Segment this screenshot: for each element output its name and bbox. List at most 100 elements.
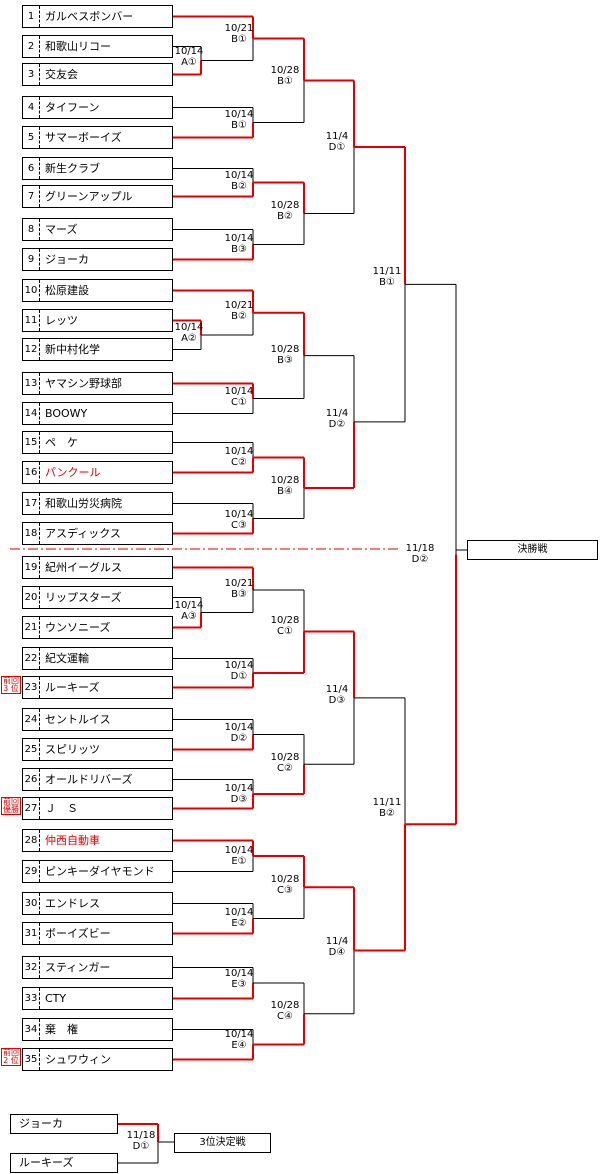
- match-game: B②: [379, 808, 395, 819]
- match-game: B①: [231, 120, 247, 131]
- third-place-game: D①: [132, 1141, 150, 1152]
- third-place-team-1: ジョーカ: [10, 1114, 118, 1134]
- team-seed-number: 19: [23, 557, 40, 578]
- match-date: 10/28: [270, 65, 300, 76]
- match-game: B①: [277, 76, 293, 87]
- match-game: C②: [231, 457, 247, 468]
- match-date: 11/11: [372, 797, 402, 808]
- team-name: ルーキーズ: [45, 681, 100, 694]
- team-seed-number: 3: [23, 64, 40, 85]
- match-game: D②: [328, 419, 346, 430]
- badge-line-1: 前回: [3, 797, 19, 806]
- team-name: 紀文運輸: [45, 652, 89, 665]
- team-seed-number: 12: [23, 339, 40, 360]
- team-name: パンクール: [45, 466, 101, 479]
- team-seed-number: 5: [23, 127, 40, 148]
- match-game: B①: [379, 277, 395, 288]
- match-game: B③: [231, 589, 247, 600]
- match-game: D①: [328, 142, 346, 153]
- team-seed-number: 27: [23, 798, 40, 819]
- third-place-title-box: 3位決定戦: [174, 1133, 271, 1153]
- team-name: サマーボーイズ: [45, 131, 122, 144]
- match-game: C③: [231, 520, 247, 531]
- match-game: B③: [277, 355, 293, 366]
- team-seed-number: 13: [23, 373, 40, 394]
- team-seed-number: 18: [23, 523, 40, 544]
- team-name: マーズ: [45, 223, 78, 236]
- match-date: 10/14: [224, 968, 254, 979]
- match-game: E②: [231, 918, 247, 929]
- team-seed-number: 34: [23, 1019, 40, 1040]
- team-seed-number: 25: [23, 739, 40, 760]
- team-seed-number: 6: [23, 158, 40, 179]
- team-name: 仲西自動車: [45, 834, 100, 847]
- team-seed-number: 35: [23, 1049, 40, 1070]
- team-seed-number: 32: [23, 957, 40, 978]
- match-game: D④: [328, 947, 346, 958]
- third-place-date: 11/18: [126, 1130, 156, 1141]
- match-date: 10/14: [224, 109, 254, 120]
- match-game: C①: [277, 626, 293, 637]
- team-entry: 19 紀州イーグルス: [22, 556, 173, 579]
- team-name: 新中村化学: [45, 343, 100, 356]
- match-date: 10/14: [224, 233, 254, 244]
- match-date: 10/21: [224, 300, 254, 311]
- badge-line-2: 2 位: [3, 1056, 19, 1065]
- match-game: B①: [231, 34, 247, 45]
- match-date: 10/14: [224, 386, 254, 397]
- team-seed-number: 8: [23, 219, 40, 240]
- team-name: レッツ: [45, 314, 78, 327]
- team-entry: 5 サマーボーイズ: [22, 126, 173, 149]
- team-name: ガルベスボンバー: [45, 10, 134, 23]
- match-date: 10/28: [270, 344, 300, 355]
- team-name: 新生クラブ: [45, 162, 100, 175]
- match-game: D①: [230, 671, 248, 682]
- badge-line-1: 前回: [3, 676, 19, 685]
- match-date: 10/14: [224, 170, 254, 181]
- team-name: 紀州イーグルス: [45, 561, 122, 574]
- team-name: タイフーン: [45, 101, 100, 114]
- match-game: E③: [231, 979, 247, 990]
- match-date: 10/14: [224, 660, 254, 671]
- third-place-team-2: ルーキーズ: [10, 1153, 118, 1173]
- match-game: E①: [231, 856, 247, 867]
- team-name: ジョーカ: [45, 253, 89, 266]
- final-match-box: 決勝戦: [467, 540, 598, 560]
- match-date: 11/4: [325, 131, 349, 142]
- team-seed-number: 20: [23, 587, 40, 608]
- team-name: ペ ケ: [45, 436, 78, 449]
